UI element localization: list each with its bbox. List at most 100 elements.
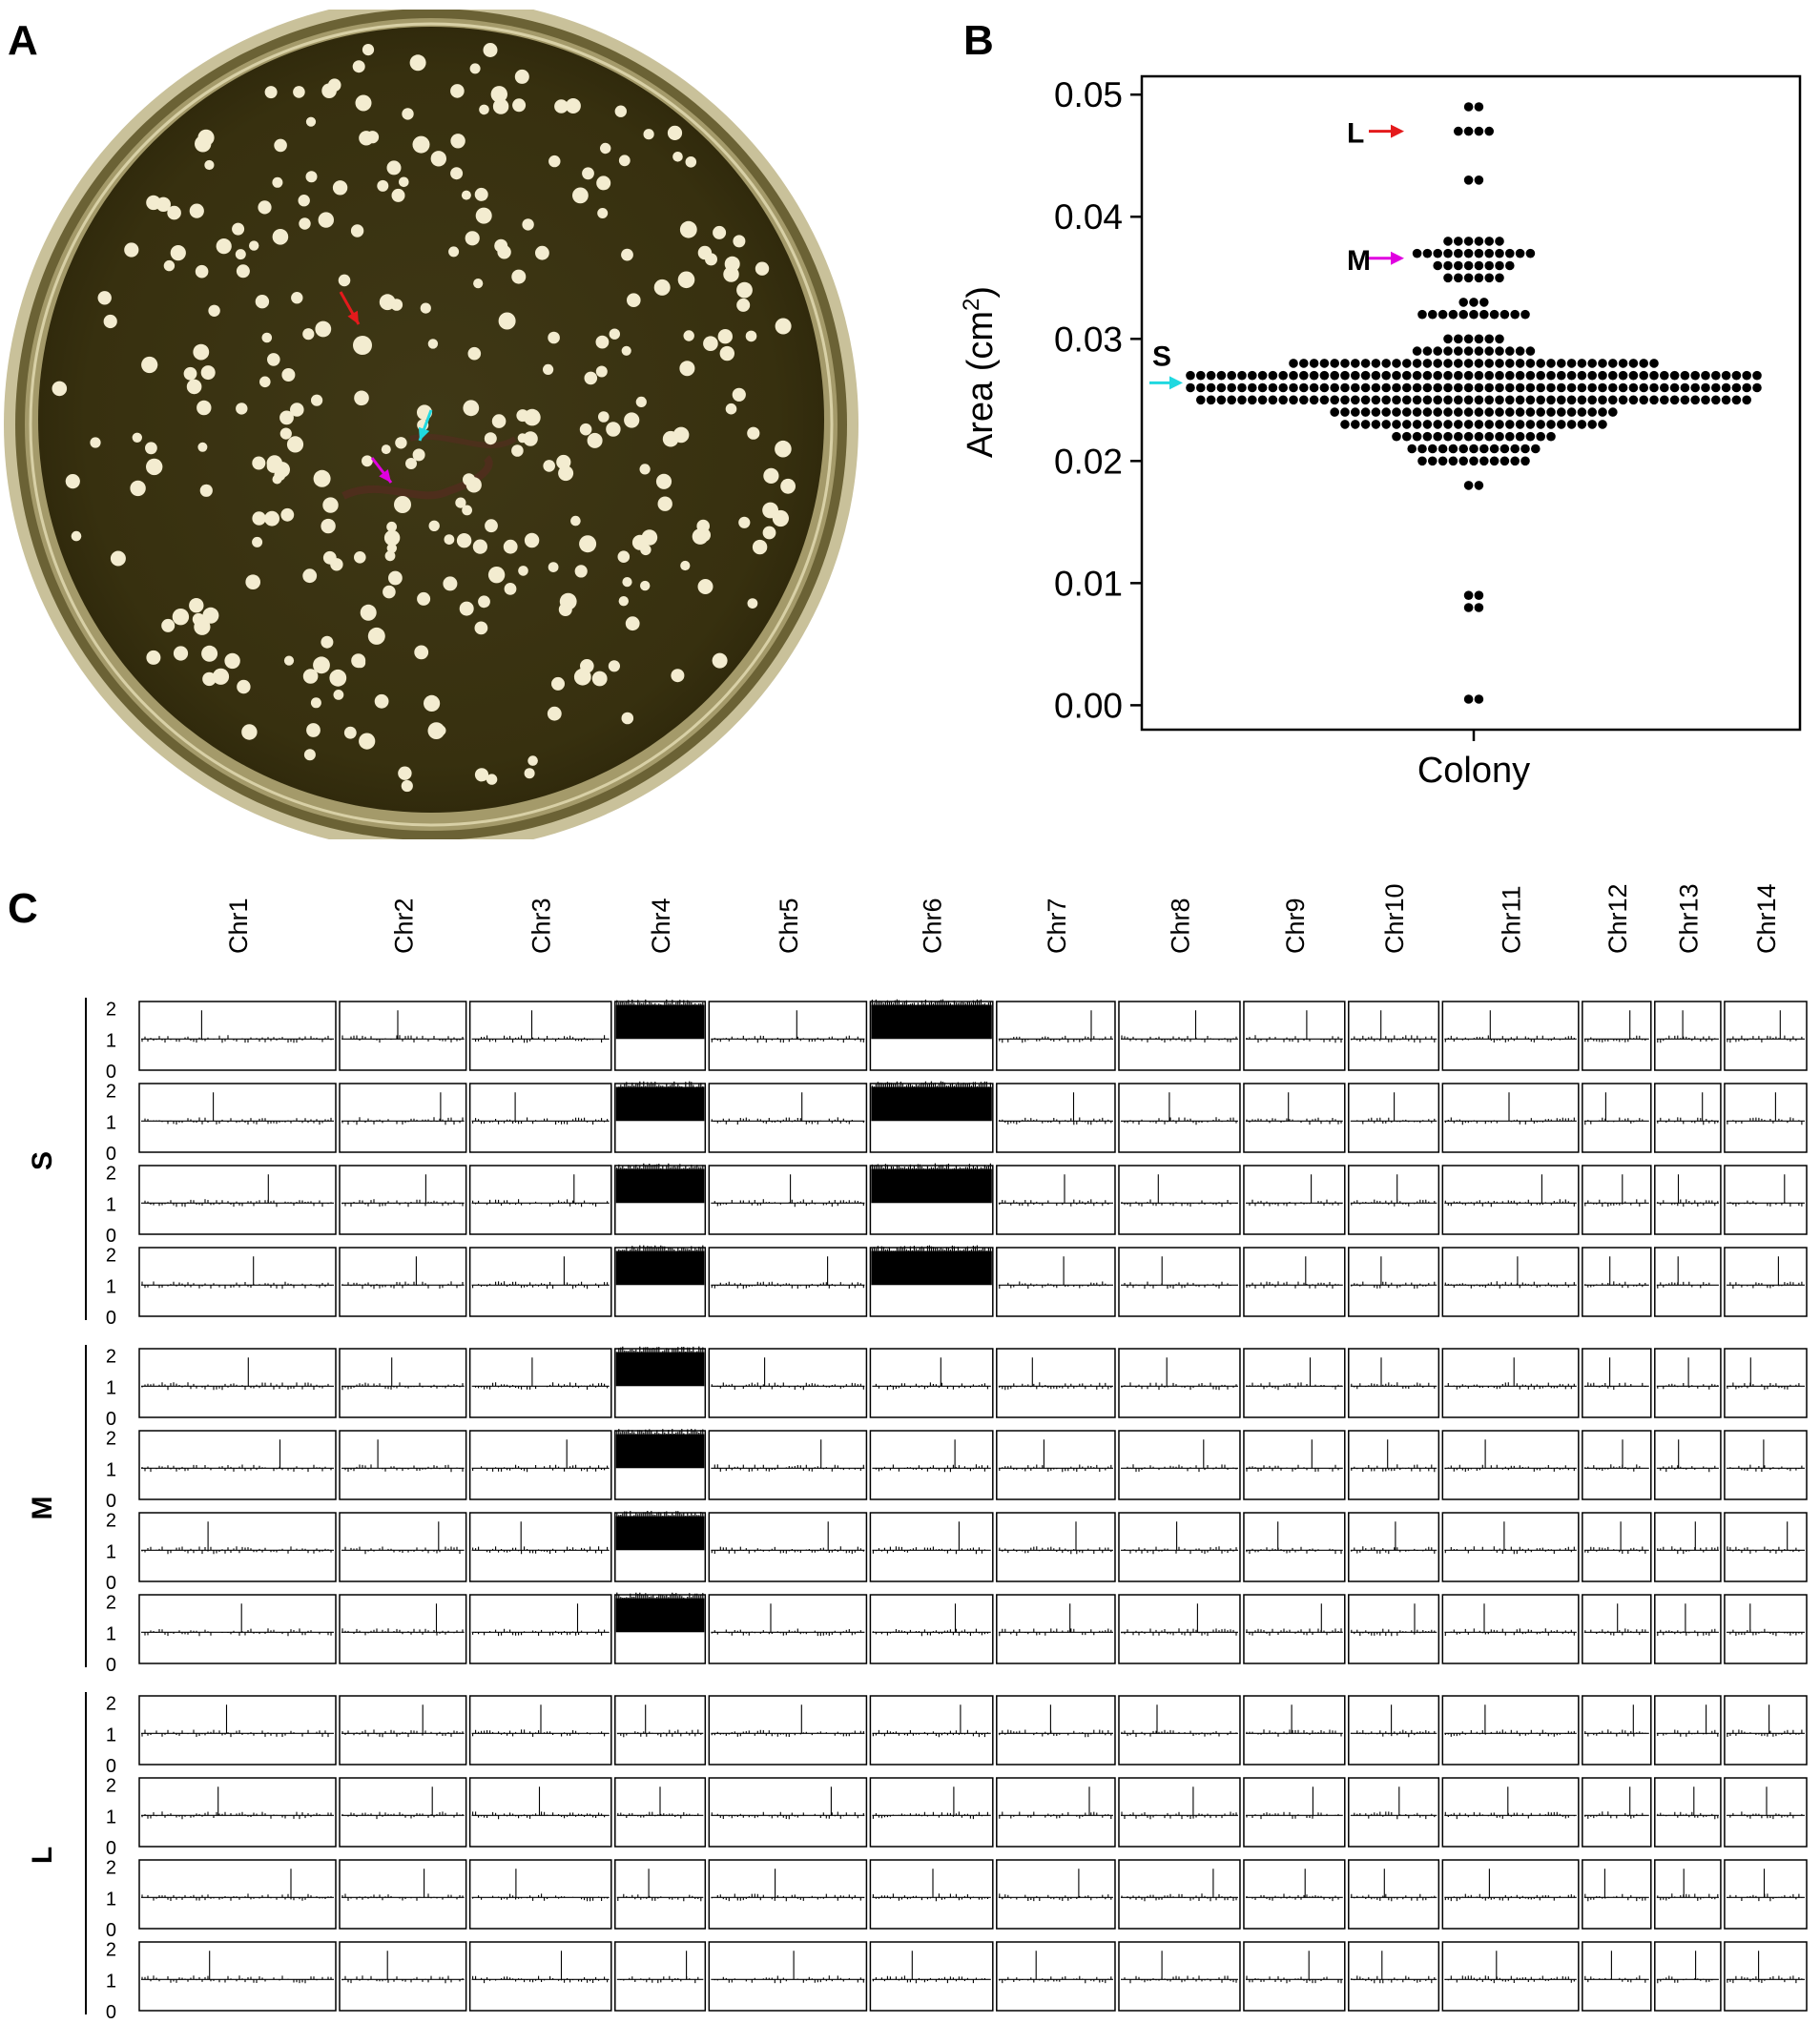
cn-panel-Chr5 [708, 1512, 868, 1582]
cn-trace [471, 1256, 610, 1290]
colony [463, 400, 480, 417]
cn-trace [471, 1010, 610, 1043]
cn-panel-Chr5 [708, 1348, 868, 1418]
colony [189, 598, 204, 613]
cn-panel-Chr12 [1582, 1348, 1652, 1418]
colony [279, 427, 292, 440]
beeswarm-point [1505, 382, 1515, 393]
cn-gain-block [615, 1516, 705, 1551]
cn-panel-Chr12 [1582, 1941, 1652, 2012]
beeswarm-point [1433, 382, 1442, 393]
beeswarm-point [1515, 407, 1525, 417]
cn-panel-Chr8 [1118, 1083, 1241, 1153]
colony [197, 442, 208, 452]
cn-trace [1726, 1092, 1805, 1126]
beeswarm-point [1381, 395, 1391, 405]
colony [618, 155, 631, 167]
cn-tick-label: 0 [106, 2002, 116, 2023]
beeswarm-point [1227, 370, 1236, 381]
beeswarm-point [1458, 298, 1468, 307]
beeswarm-point [1186, 382, 1195, 393]
cn-trace [1350, 1704, 1437, 1738]
cn-panel-Chr13 [1654, 1430, 1722, 1500]
colony [311, 394, 323, 406]
beeswarm-point [1412, 420, 1422, 429]
cn-panel-Chr10 [1348, 1247, 1440, 1317]
colony [321, 518, 336, 534]
cn-gain-block [871, 1004, 992, 1040]
colony [639, 464, 651, 475]
colony [444, 534, 455, 545]
beeswarm-point [1463, 248, 1474, 258]
cn-panel-Chr1 [138, 1512, 337, 1582]
beeswarm-point [1618, 359, 1628, 368]
beeswarm-point [1484, 273, 1494, 283]
cn-gain-block [871, 1086, 992, 1122]
cn-trace [711, 1357, 865, 1391]
cn-tick-label: 1 [106, 1889, 116, 1910]
beeswarm-point [1463, 273, 1474, 283]
colony [671, 669, 685, 683]
beeswarm-point [1474, 359, 1484, 368]
colony [511, 444, 524, 457]
cn-trace [471, 1092, 610, 1125]
beeswarm-point [1422, 431, 1433, 442]
beeswarm-point [1557, 420, 1566, 429]
beeswarm-point [1340, 407, 1350, 417]
beeswarm-point [1628, 395, 1639, 405]
colony [350, 224, 364, 238]
cn-trace [1656, 1174, 1719, 1207]
beeswarm-point [1598, 407, 1607, 417]
beeswarm-point [1206, 370, 1216, 381]
colony [245, 574, 261, 589]
beeswarm-point [1711, 395, 1721, 405]
beeswarm-point [1520, 309, 1530, 320]
cn-panel-Chr4 [614, 1245, 707, 1317]
cn-trace [998, 1092, 1113, 1126]
beeswarm-point [1412, 248, 1422, 258]
cn-trace [1444, 1439, 1577, 1472]
cn-panel-Chr14 [1724, 1165, 1808, 1235]
beeswarm-point [1319, 370, 1330, 381]
colony [280, 507, 295, 522]
beeswarm-point [1474, 590, 1484, 600]
cn-panel-Chr6 [869, 1594, 994, 1664]
cn-trace [1245, 1010, 1343, 1043]
cn-panel-Chr10 [1348, 1941, 1440, 2012]
cn-panel-Chr10 [1348, 1348, 1440, 1418]
annotation-S: S [1149, 341, 1183, 390]
cn-panel-Chr9 [1243, 1247, 1346, 1317]
y-tick-label: 0.02 [1054, 442, 1123, 481]
chromosome-label: Chr3 [527, 898, 556, 954]
beeswarm-point [1639, 382, 1648, 393]
beeswarm-point [1433, 370, 1442, 381]
colony [474, 768, 489, 782]
panel-label-b: B [963, 17, 994, 64]
beeswarm-point [1422, 382, 1433, 393]
colony [747, 598, 758, 609]
beeswarm-point [1608, 370, 1618, 381]
cn-tick-label: 1 [106, 1194, 116, 1215]
beeswarm-point [1289, 382, 1298, 393]
colony [679, 361, 695, 377]
colony [414, 645, 429, 660]
beeswarm-point [1443, 237, 1453, 246]
beeswarm-point [1536, 359, 1545, 368]
beeswarm-point [1448, 456, 1458, 466]
chromosome-label: Chr8 [1166, 898, 1194, 954]
colony [498, 312, 516, 330]
beeswarm-point [1463, 176, 1474, 185]
cn-trace [141, 1439, 335, 1473]
colony [677, 271, 695, 289]
colony [305, 171, 318, 183]
cn-panel-Chr3 [468, 1777, 612, 1848]
beeswarm-point [1257, 370, 1268, 381]
cn-trace [1444, 1704, 1577, 1737]
beeswarm-point [1227, 395, 1236, 405]
beeswarm-point [1680, 395, 1690, 405]
cn-trace [872, 1521, 991, 1555]
cn-trace [1245, 1704, 1343, 1737]
cn-panel-Chr6 [869, 1163, 994, 1235]
chromosome-label: Chr4 [647, 898, 675, 954]
annotation-label: L [1347, 118, 1364, 150]
